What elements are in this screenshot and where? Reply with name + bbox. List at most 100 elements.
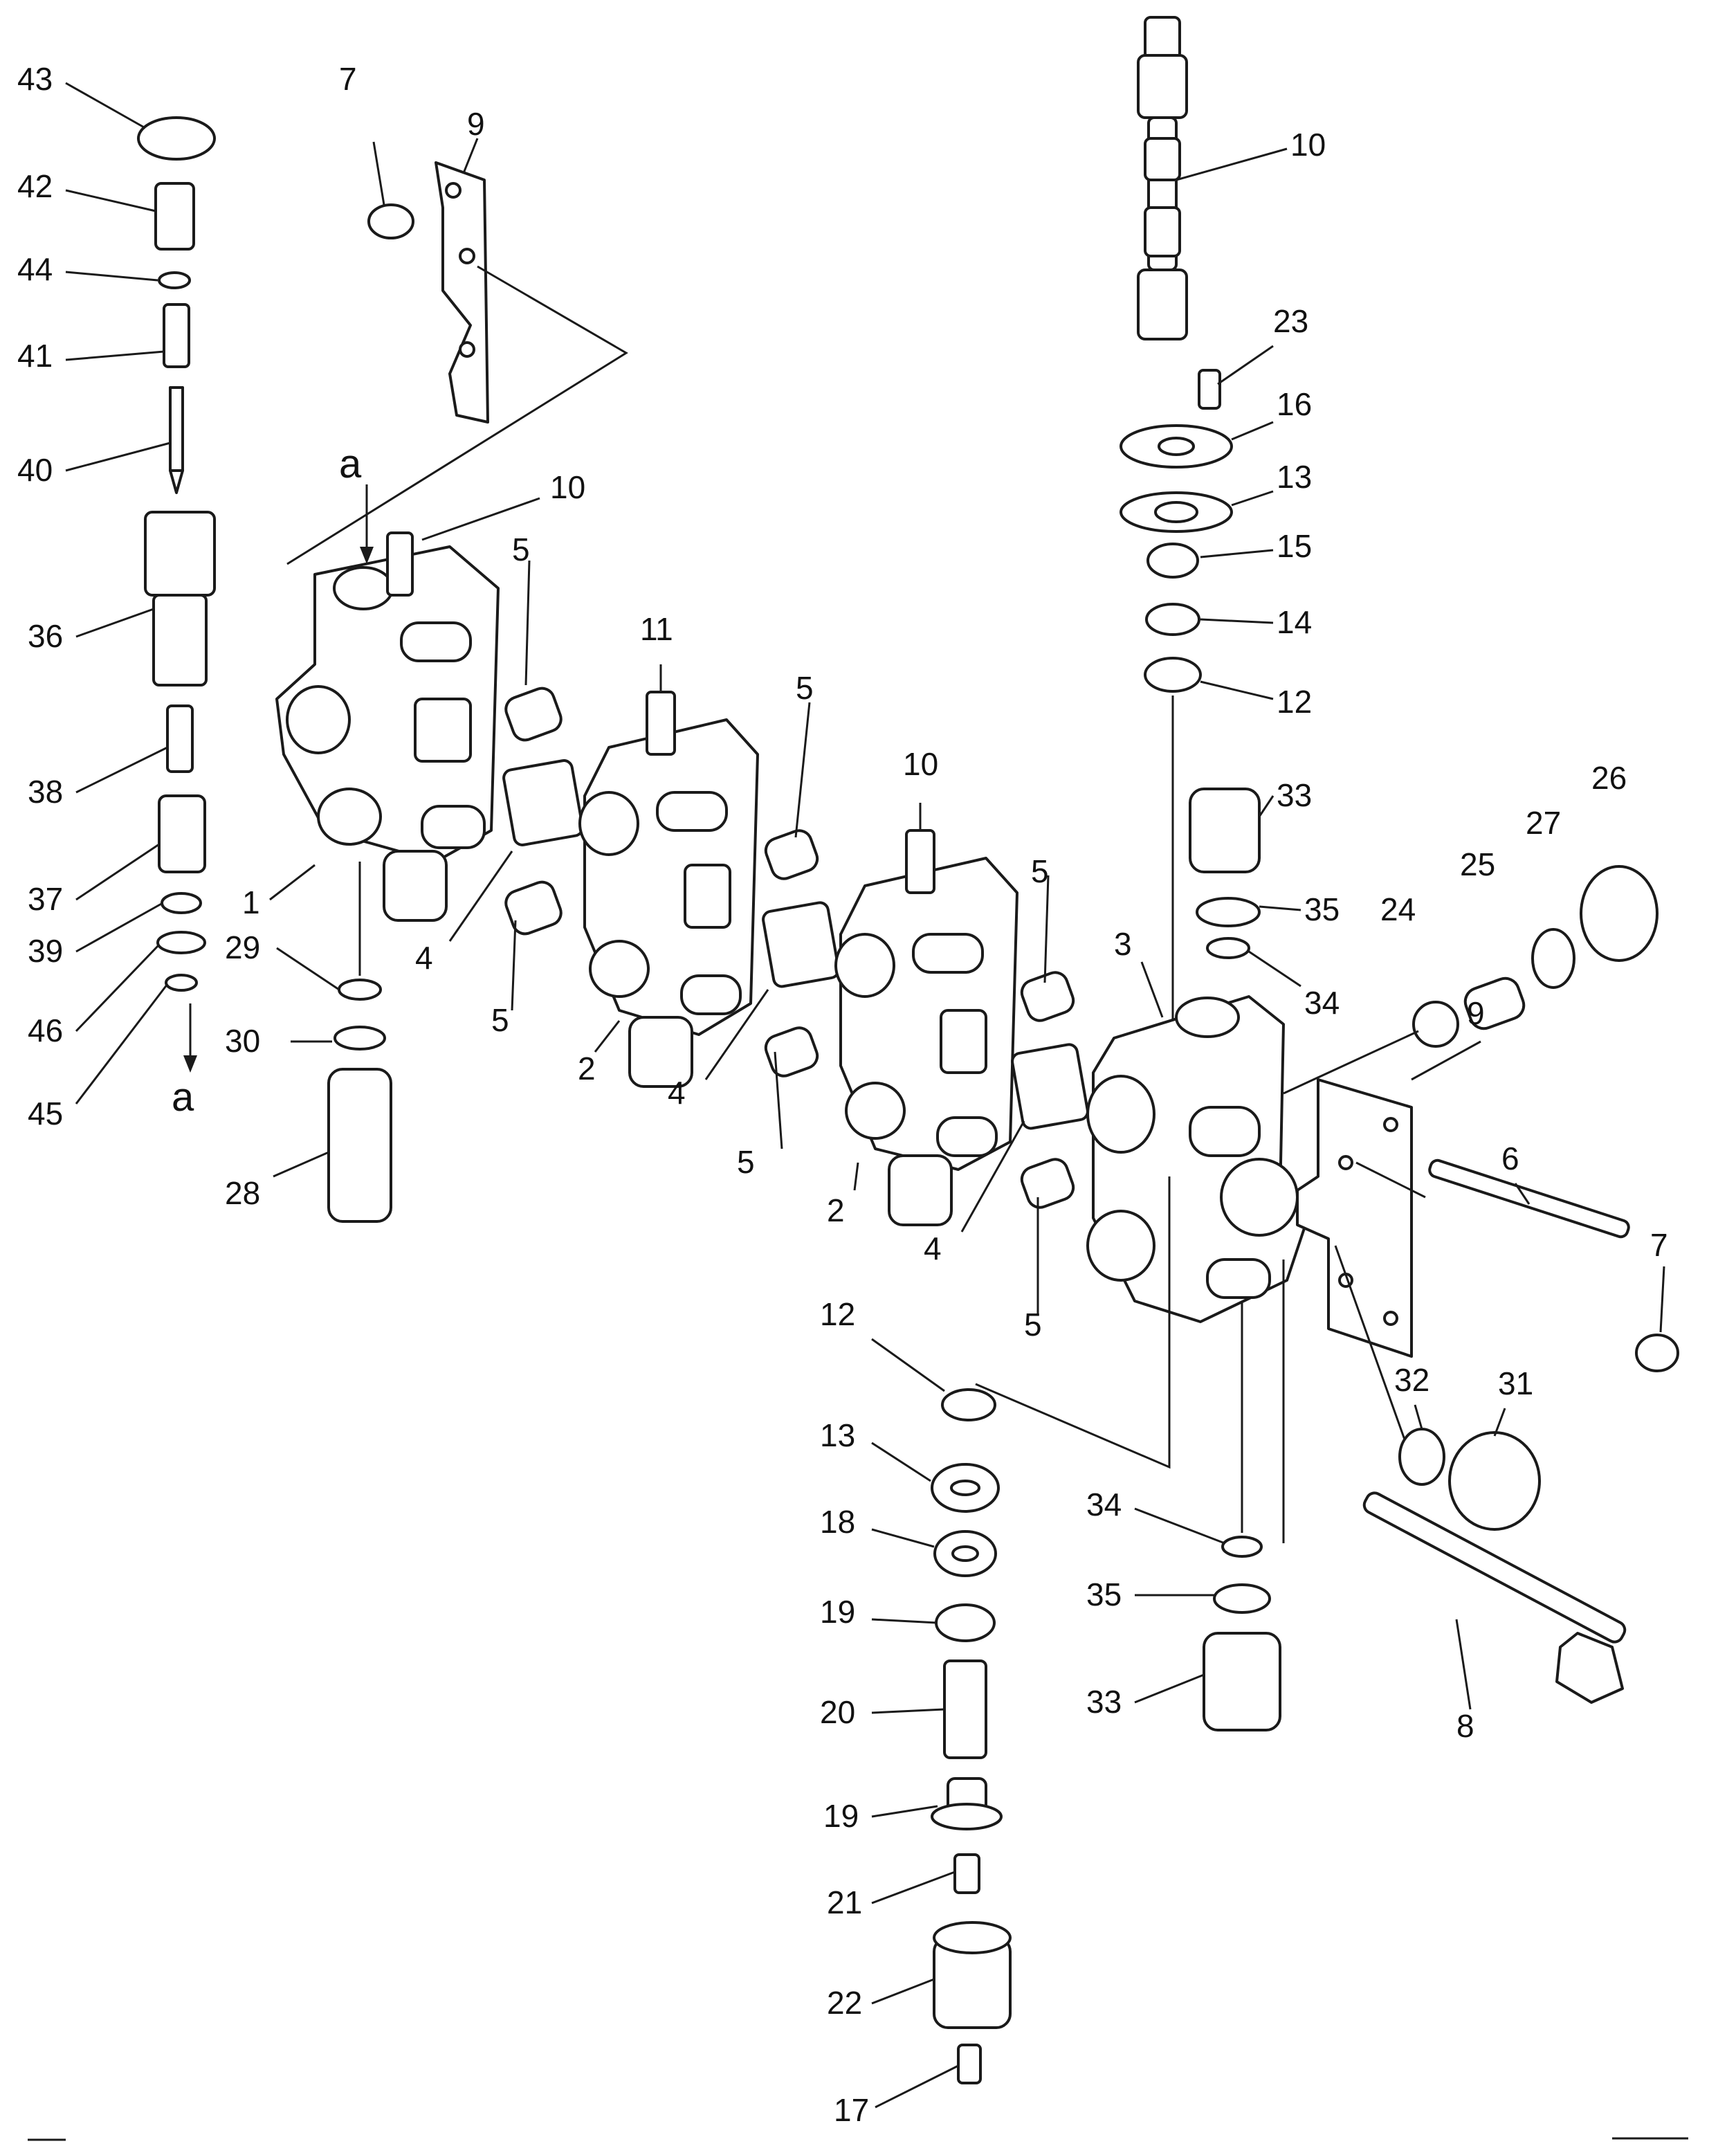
callout-16: 16	[1277, 386, 1312, 422]
callout-34-top: 34	[1304, 985, 1340, 1021]
callout-23: 23	[1273, 303, 1308, 339]
callout-41: 41	[17, 338, 53, 374]
leader-lines-bottom	[871, 961, 1665, 2109]
seals-section-1	[327, 686, 584, 1223]
callout-27: 27	[1526, 805, 1561, 841]
callout-4-b: 4	[668, 1075, 686, 1111]
callout-5-b: 5	[796, 670, 814, 706]
part-bracket-plate	[435, 161, 489, 424]
callout-4-c: 4	[924, 1230, 942, 1266]
part-piston	[158, 794, 206, 873]
part-spool-top-1	[386, 531, 414, 597]
relief-valve-stack	[137, 116, 216, 1073]
callout-8: 8	[1456, 1708, 1474, 1744]
callout-3: 3	[1114, 926, 1132, 962]
seals-section-2b	[1011, 971, 1089, 1209]
callout-7-top: 7	[339, 61, 357, 97]
callout-5-a: 5	[512, 531, 530, 567]
callout-12-top: 12	[1277, 684, 1312, 720]
callout-5-e: 5	[737, 1144, 755, 1180]
callout-5-f: 5	[1024, 1307, 1042, 1343]
callout-5-c: 5	[1031, 853, 1049, 889]
callout-9-right: 9	[1467, 995, 1485, 1031]
callout-7-right: 7	[1650, 1227, 1668, 1263]
callout-30: 30	[225, 1023, 260, 1059]
callout-46: 46	[28, 1012, 63, 1048]
callout-44: 44	[17, 251, 53, 287]
callout-33-bottom: 33	[1086, 1684, 1122, 1720]
callout-42: 42	[17, 168, 53, 204]
cap-stack-top	[1120, 369, 1233, 1024]
callout-21: 21	[827, 1884, 862, 1920]
callout-19-b: 19	[823, 1798, 859, 1834]
spool-assembly-top	[1137, 16, 1188, 340]
callout-4-a: 4	[415, 940, 433, 976]
bracket-right	[1296, 1078, 1679, 1372]
part-poppet-needle	[169, 386, 184, 472]
part-adjust-screw	[154, 182, 195, 251]
part-spring-upper	[163, 303, 190, 368]
callout-11: 11	[640, 611, 673, 647]
callout-10-section-2: 10	[903, 746, 938, 782]
leader-lines-left	[65, 82, 171, 1104]
callout-17: 17	[834, 2092, 869, 2128]
callout-25: 25	[1460, 846, 1495, 882]
callout-38: 38	[28, 774, 63, 810]
callout-2-a: 2	[578, 1051, 596, 1086]
callout-22: 22	[827, 1985, 862, 2021]
callout-13-bottom: 13	[820, 1417, 855, 1453]
marker-a-left: a	[172, 1075, 194, 1120]
callout-29: 29	[225, 929, 260, 965]
callout-13-top: 13	[1277, 459, 1312, 495]
callout-10-spool: 10	[1290, 127, 1326, 163]
part-spring-lower	[166, 704, 194, 773]
inlet-right-parts	[1189, 788, 1659, 1095]
callout-10-section-1: 10	[550, 469, 585, 505]
callout-40: 40	[17, 452, 53, 488]
callout-6: 6	[1501, 1140, 1519, 1176]
arrow-down-icon	[360, 547, 374, 564]
callout-5-d: 5	[491, 1002, 509, 1038]
callout-35-top: 35	[1304, 891, 1340, 927]
part-o-ring-46	[156, 931, 206, 954]
part-tie-rod-6	[1428, 1158, 1630, 1239]
inlet-bottom-parts	[1203, 1245, 1627, 1731]
callout-36: 36	[28, 618, 63, 654]
part-plug-28	[327, 1068, 392, 1223]
arrow-down-icon	[183, 1055, 197, 1073]
inlet-section-3	[1086, 995, 1309, 1323]
part-valve-seat-body	[144, 511, 216, 597]
callout-1: 1	[242, 884, 260, 920]
callout-39: 39	[28, 933, 63, 969]
seals-section-2a	[762, 829, 840, 1077]
callout-35-bottom: 35	[1086, 1576, 1122, 1612]
leader-lines	[269, 147, 1301, 1315]
callout-12-bottom: 12	[820, 1296, 855, 1332]
callout-26: 26	[1591, 760, 1627, 796]
callout-32: 32	[1394, 1362, 1429, 1398]
valve-section-2b	[834, 829, 1018, 1226]
callout-24: 24	[1380, 891, 1416, 927]
part-tie-bolt-8	[1362, 1491, 1627, 1644]
part-spool-bottom-1	[383, 850, 448, 922]
callout-2-b: 2	[827, 1192, 845, 1228]
part-poppet-tip	[169, 469, 184, 494]
callout-18: 18	[820, 1504, 855, 1540]
callout-33-top: 33	[1277, 777, 1312, 813]
callout-19-a: 19	[820, 1594, 855, 1630]
part-snap-ring	[161, 892, 202, 914]
part-o-ring-45	[165, 974, 198, 992]
callout-31: 31	[1498, 1365, 1533, 1401]
marker-a-top: a	[339, 442, 362, 487]
part-o-ring-small	[158, 271, 191, 289]
callout-43: 43	[17, 61, 53, 97]
callout-45: 45	[28, 1095, 63, 1131]
callout-28: 28	[225, 1175, 260, 1211]
bottom-cap-stack	[931, 1176, 1171, 2084]
part-valve-seat-stem	[152, 594, 208, 686]
callout-15: 15	[1277, 528, 1312, 564]
callout-37: 37	[28, 881, 63, 917]
callout-labels: 43 42 44 41 40 36 38 37 39 46 45 a 7 9 a…	[17, 61, 1668, 2128]
bracket-left	[286, 138, 628, 565]
